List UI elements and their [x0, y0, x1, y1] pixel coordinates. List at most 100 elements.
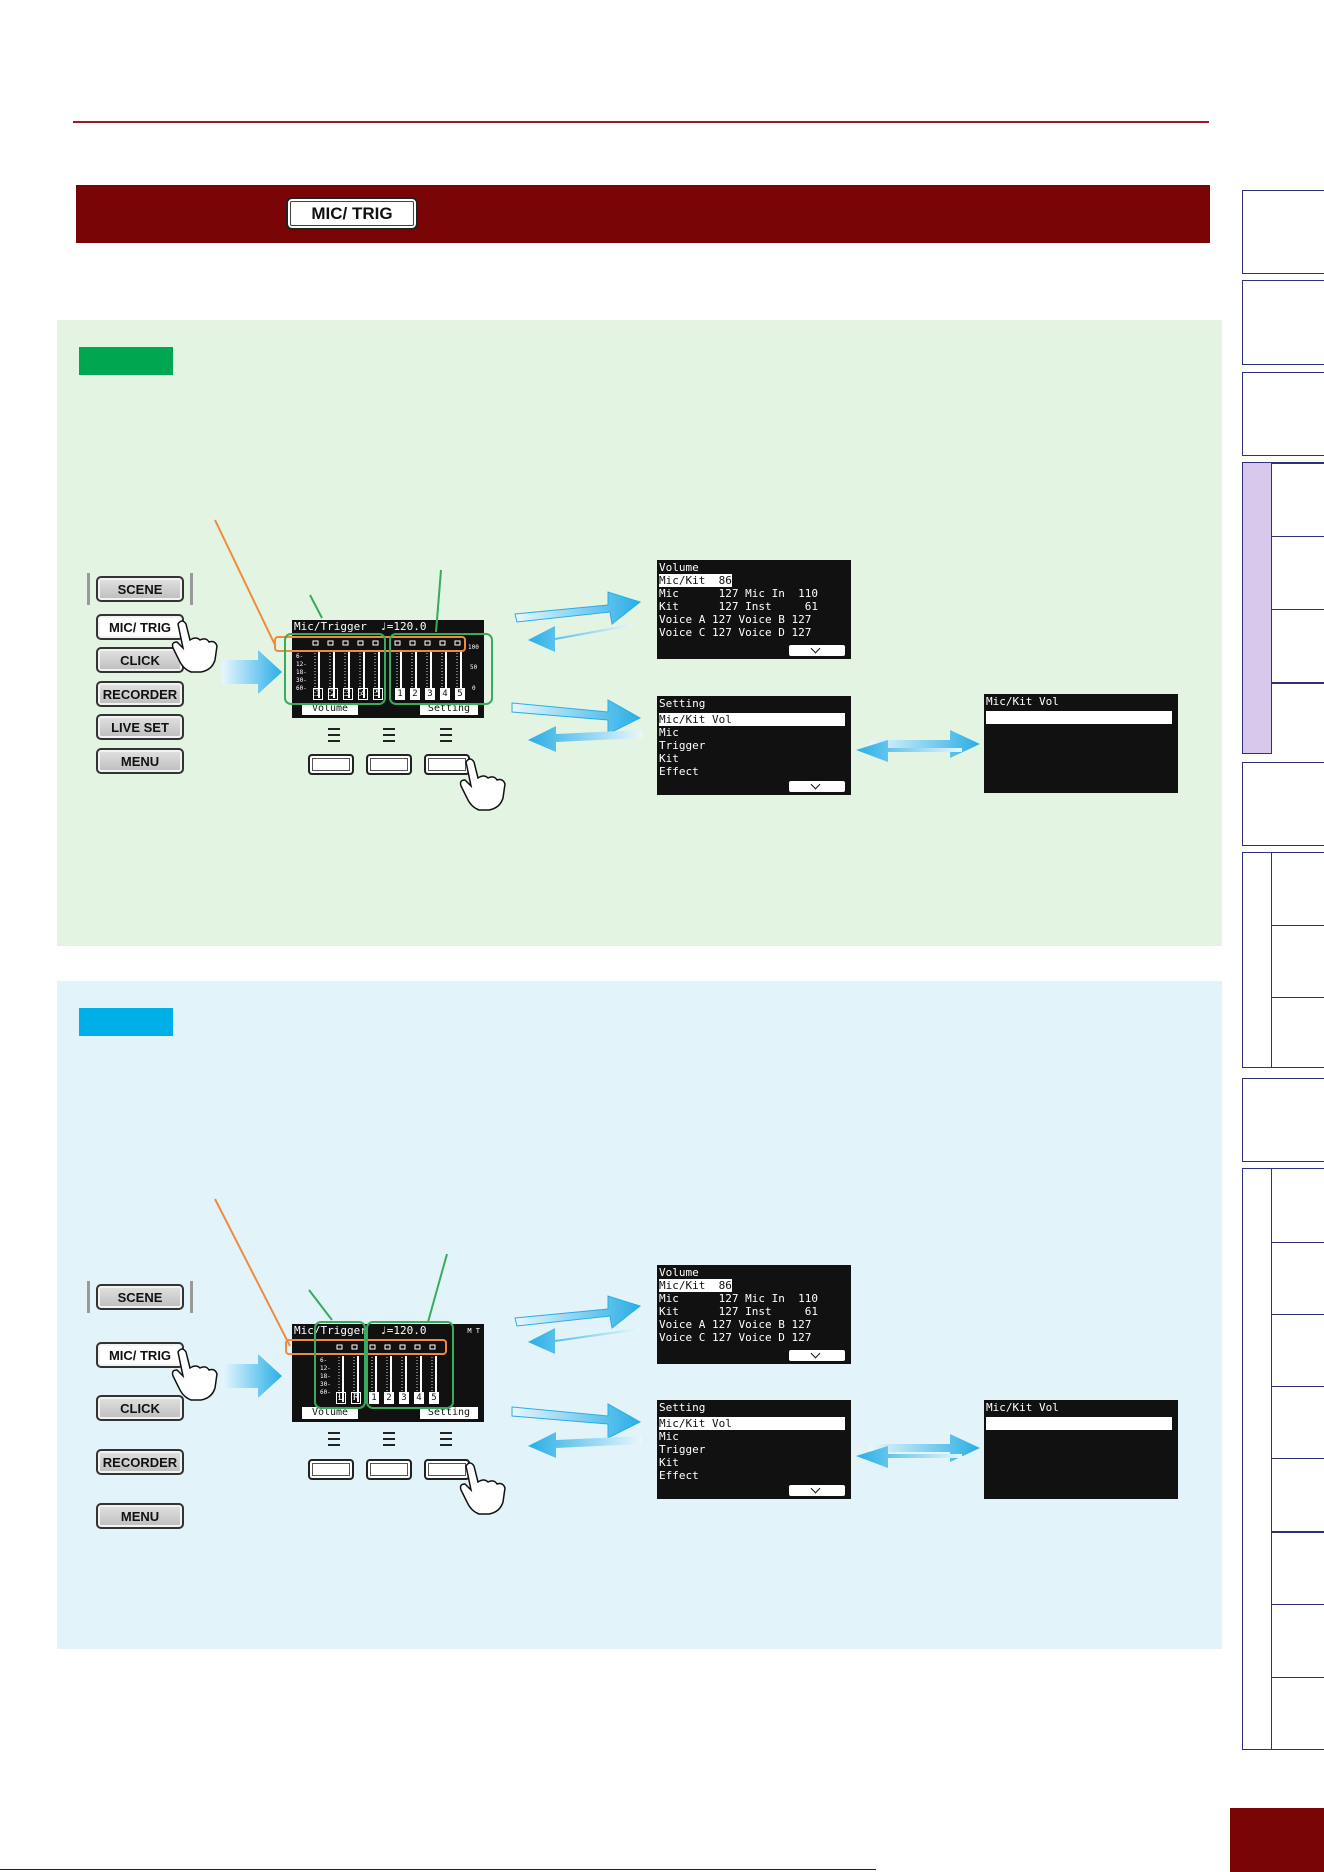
mickit-vol-row[interactable]: Volume 86: [986, 711, 1172, 750]
scale-50: 50: [470, 664, 478, 671]
setting-item[interactable]: Kit: [659, 752, 679, 765]
mickit-vol-value: 86: [1156, 737, 1170, 750]
sidebar-tab[interactable]: [1242, 190, 1324, 274]
channel-number: 5: [429, 1392, 439, 1404]
volume-screen-row: Mic/Kit 86: [659, 574, 849, 587]
sidebar-tab[interactable]: [1242, 372, 1324, 456]
volume-tab[interactable]: Volume: [302, 703, 358, 715]
function-button-2[interactable]: [366, 1459, 412, 1480]
volume-screen-title: Volume: [659, 561, 699, 574]
sidebar-tab-active[interactable]: [1242, 462, 1324, 754]
recorder-button[interactable]: RECORDER: [96, 681, 184, 707]
channel-number: 4: [440, 688, 450, 700]
chevron-down-icon: [789, 1485, 845, 1496]
live-set-button[interactable]: LIVE SET: [96, 714, 184, 740]
channel-number: 4: [358, 688, 368, 700]
function-button-2[interactable]: [366, 754, 412, 775]
sidebar-subtab[interactable]: [1271, 682, 1324, 754]
setting-item[interactable]: Trigger: [659, 1443, 706, 1456]
sidebar-subtab[interactable]: [1271, 1386, 1324, 1458]
sidebar-tab[interactable]: [1242, 1168, 1324, 1750]
setting-tab[interactable]: Setting: [420, 1407, 478, 1419]
mic-trig-button[interactable]: MIC/ TRIG: [96, 1342, 184, 1368]
setting-item[interactable]: Effect: [659, 765, 699, 778]
mic-trig-key-icon: MIC/ TRIG: [286, 197, 418, 230]
channel-number: 3: [399, 1392, 409, 1404]
volume-screen-row: Mic 127 Mic In 110: [659, 1292, 818, 1305]
section-title-bar: MIC/ TRIG: [76, 185, 1210, 243]
svg-text:30-: 30-: [320, 1381, 331, 1388]
volume-screen-row: Mic/Kit 86: [659, 1279, 849, 1292]
mickit-vol-screen: Mic/Kit Vol Volume 86: [984, 694, 1178, 793]
channel-number: 5: [373, 688, 383, 700]
sidebar-subtab[interactable]: [1271, 1314, 1324, 1386]
sidebar-subtab[interactable]: [1271, 997, 1324, 1068]
mickit-vol-label: Volume: [1012, 1430, 1053, 1443]
sidebar-subtab[interactable]: [1271, 853, 1324, 925]
channel-number: 3: [343, 688, 353, 700]
sidebar-tab[interactable]: [1242, 852, 1324, 1068]
sidebar-subtab[interactable]: [1271, 1531, 1324, 1604]
svg-text:12-: 12-: [296, 661, 307, 668]
sidebar-subtab[interactable]: [1271, 1458, 1324, 1531]
scale-100: 100: [468, 644, 479, 651]
channel-number: 1: [395, 688, 405, 700]
function-button-1[interactable]: [308, 754, 354, 775]
menu-button[interactable]: MENU: [96, 748, 184, 774]
function-button-1[interactable]: [308, 1459, 354, 1480]
volume-screen-row: Voice A 127 Voice B 127: [659, 1318, 812, 1331]
setting-item[interactable]: Mic: [659, 1430, 679, 1443]
function-button-3[interactable]: [424, 1459, 470, 1480]
panel-tag-blue: [79, 1008, 173, 1036]
click-button[interactable]: CLICK: [96, 1395, 184, 1421]
chevron-down-icon: [789, 1350, 845, 1361]
channel-number: 5: [455, 688, 465, 700]
setting-item[interactable]: Kit: [659, 1456, 679, 1469]
scene-button[interactable]: SCENE: [96, 1284, 184, 1310]
setting-screen: Setting Mic/Kit Vol Mic Trigger Kit Effe…: [657, 696, 851, 795]
sidebar-subtab[interactable]: [1271, 1604, 1324, 1677]
setting-tab[interactable]: Setting: [420, 703, 478, 715]
sidebar-subtab[interactable]: [1271, 609, 1324, 682]
volume-screen-row: Voice C 127 Voice D 127: [659, 626, 812, 639]
recorder-button[interactable]: RECORDER: [96, 1449, 184, 1475]
setting-screen: Setting Mic/Kit Vol Mic Trigger Kit Effe…: [657, 1400, 851, 1499]
sidebar-subtab[interactable]: [1271, 1242, 1324, 1314]
volume-screen-title: Volume: [659, 1266, 699, 1279]
sidebar-tab[interactable]: [1242, 1078, 1324, 1162]
sidebar-subtab[interactable]: [1271, 1169, 1324, 1242]
click-button[interactable]: CLICK: [96, 647, 184, 673]
sidebar-tab[interactable]: [1242, 762, 1324, 846]
scene-button-frame: [87, 573, 193, 605]
channel-number: L: [336, 1392, 346, 1404]
scene-button[interactable]: SCENE: [96, 576, 184, 602]
top-rule: [73, 121, 1209, 123]
chevron-down-icon: [789, 645, 845, 656]
chevron-down-icon: [789, 781, 845, 792]
volume-tab[interactable]: Volume: [302, 1407, 358, 1419]
setting-screen-title: Setting: [659, 1401, 706, 1414]
function-button-3[interactable]: [424, 754, 470, 775]
mickit-vol-row[interactable]: Volume 86: [986, 1417, 1172, 1456]
svg-text:30-: 30-: [296, 677, 307, 684]
sidebar-subtab[interactable]: [1271, 925, 1324, 997]
setting-item[interactable]: Trigger: [659, 739, 706, 752]
sidebar-subtab[interactable]: [1271, 463, 1324, 536]
mickit-vol-value: 86: [1156, 1443, 1170, 1456]
fader-lines-icon: [328, 728, 340, 742]
sidebar-subtab[interactable]: [1271, 536, 1324, 609]
fader-lines-icon: [440, 728, 452, 742]
setting-item[interactable]: Effect: [659, 1469, 699, 1482]
channel-numbers: L R 1 2 3 4 5: [336, 1392, 476, 1404]
mickit-vol-label: Volume: [1012, 724, 1053, 737]
setting-item-selected[interactable]: Mic/Kit Vol: [659, 1417, 845, 1430]
mic-trig-button[interactable]: MIC/ TRIG: [96, 614, 184, 640]
svg-text:12-: 12-: [320, 1365, 331, 1372]
setting-item[interactable]: Mic: [659, 726, 679, 739]
menu-button[interactable]: MENU: [96, 1503, 184, 1529]
fader-lines-icon: [328, 1432, 340, 1446]
setting-item-selected[interactable]: Mic/Kit Vol: [659, 713, 845, 726]
sidebar-tab[interactable]: [1242, 280, 1324, 365]
sidebar-subtab[interactable]: [1271, 1677, 1324, 1750]
page-number-tab[interactable]: [1230, 1808, 1324, 1872]
